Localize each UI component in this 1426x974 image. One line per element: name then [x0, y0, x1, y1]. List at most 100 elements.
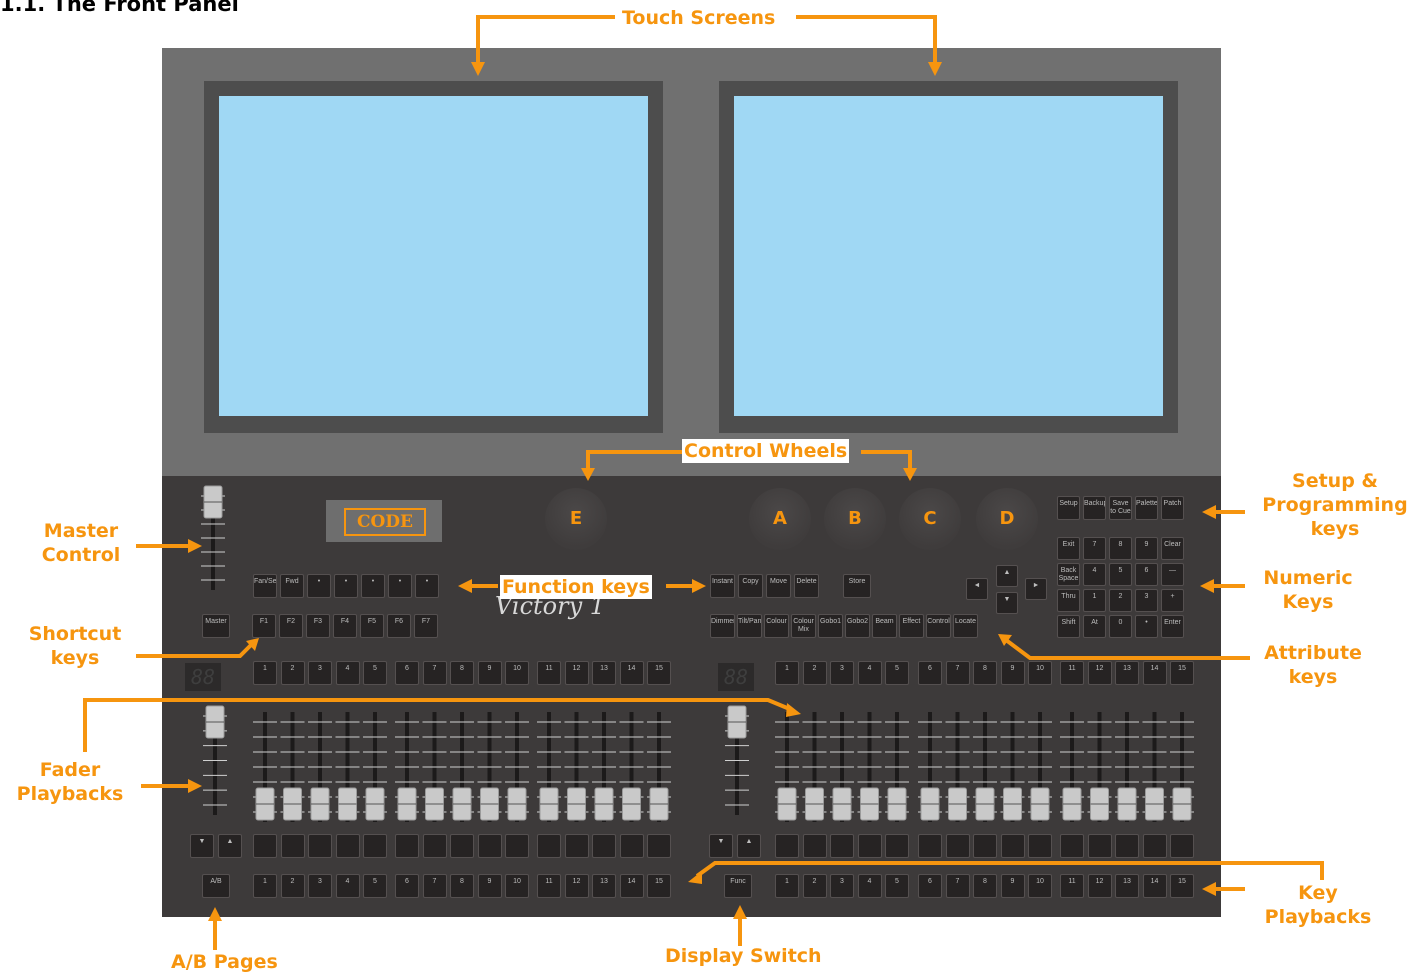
function-key-5[interactable]: • [361, 574, 385, 598]
numeric-key-r2-4[interactable]: 6 [1135, 563, 1158, 586]
setup-key-5[interactable]: Patch [1161, 496, 1184, 520]
flash-key-left-2[interactable] [280, 834, 305, 858]
attribute-key-7[interactable]: Beam [872, 614, 897, 638]
numeric-key-r2-3[interactable]: 5 [1109, 563, 1132, 586]
playback-key-left-11[interactable]: 11 [537, 874, 561, 898]
page-down-key-left[interactable]: ▼ [190, 834, 214, 858]
numeric-key-r3-3[interactable]: 2 [1109, 589, 1132, 612]
select-key-left-7[interactable]: 7 [422, 661, 447, 685]
flash-key-left-8[interactable] [450, 834, 474, 858]
flash-key-left-6[interactable] [395, 834, 419, 858]
playback-key-right-13[interactable]: 13 [1115, 874, 1139, 898]
playback-key-left-2[interactable]: 2 [280, 874, 305, 898]
setup-key-2[interactable]: Backup [1083, 496, 1106, 520]
attribute-key-3[interactable]: Colour [764, 614, 789, 638]
wheel-c[interactable]: C [899, 488, 961, 550]
select-key-left-11[interactable]: 11 [537, 661, 561, 685]
select-key-right-3[interactable]: 3 [830, 661, 854, 685]
playback-key-left-12[interactable]: 12 [564, 874, 589, 898]
flash-key-left-10[interactable] [505, 834, 529, 858]
page-up-key-right[interactable]: ▲ [737, 834, 761, 858]
attribute-key-5[interactable]: Gobo1 [818, 614, 843, 638]
shortcut-key-3[interactable]: F3 [306, 614, 330, 638]
select-key-left-8[interactable]: 8 [450, 661, 474, 685]
flash-key-left-5[interactable] [363, 834, 387, 858]
numeric-key-r2-1[interactable]: Back Space [1057, 563, 1080, 586]
select-key-left-12[interactable]: 12 [564, 661, 589, 685]
playback-key-left-3[interactable]: 3 [308, 874, 332, 898]
select-key-right-10[interactable]: 10 [1028, 661, 1052, 685]
flash-key-right-1[interactable] [775, 834, 799, 858]
select-key-right-6[interactable]: 6 [918, 661, 942, 685]
flash-key-right-14[interactable] [1142, 834, 1167, 858]
numeric-key-r3-5[interactable]: + [1161, 589, 1184, 612]
select-key-left-15[interactable]: 15 [647, 661, 671, 685]
flash-key-right-12[interactable] [1087, 834, 1112, 858]
arrow-right-key[interactable]: ► [1025, 578, 1047, 600]
select-key-left-10[interactable]: 10 [505, 661, 529, 685]
shortcut-key-1[interactable]: F1 [252, 614, 276, 638]
flash-key-right-13[interactable] [1115, 834, 1139, 858]
shortcut-key-4[interactable]: F4 [333, 614, 357, 638]
playback-key-right-1[interactable]: 1 [775, 874, 799, 898]
attribute-key-6[interactable]: Gobo2 [845, 614, 870, 638]
select-key-left-1[interactable]: 1 [253, 661, 277, 685]
shortcut-key-2[interactable]: F2 [279, 614, 303, 638]
numeric-key-r4-5[interactable]: Enter [1161, 615, 1184, 638]
flash-key-right-2[interactable] [802, 834, 827, 858]
flash-key-left-11[interactable] [537, 834, 561, 858]
function-key-right-2[interactable]: Copy [738, 574, 763, 598]
select-key-left-2[interactable]: 2 [280, 661, 305, 685]
playback-key-right-6[interactable]: 6 [918, 874, 942, 898]
select-key-right-8[interactable]: 8 [973, 661, 997, 685]
wheel-a[interactable]: A [749, 488, 811, 550]
flash-key-right-7[interactable] [945, 834, 970, 858]
function-key-right-3[interactable]: Move [766, 574, 791, 598]
playback-key-left-6[interactable]: 6 [395, 874, 419, 898]
playback-key-right-8[interactable]: 8 [973, 874, 997, 898]
playback-key-right-5[interactable]: 5 [885, 874, 909, 898]
playback-key-right-3[interactable]: 3 [830, 874, 854, 898]
numeric-key-r4-2[interactable]: At [1083, 615, 1106, 638]
function-key-right-4[interactable]: Delete [794, 574, 819, 598]
select-key-right-1[interactable]: 1 [775, 661, 799, 685]
playback-key-left-4[interactable]: 4 [335, 874, 360, 898]
flash-key-left-4[interactable] [335, 834, 360, 858]
shortcut-key-6[interactable]: F6 [387, 614, 411, 638]
playback-key-right-7[interactable]: 7 [945, 874, 970, 898]
playback-key-right-12[interactable]: 12 [1087, 874, 1112, 898]
playback-key-left-14[interactable]: 14 [619, 874, 644, 898]
playback-key-left-1[interactable]: 1 [253, 874, 277, 898]
function-key-1[interactable]: Fan/Sel [253, 574, 277, 598]
flash-key-left-15[interactable] [647, 834, 671, 858]
playback-key-left-13[interactable]: 13 [592, 874, 616, 898]
wheel-d[interactable]: D [976, 488, 1038, 550]
flash-key-right-15[interactable] [1170, 834, 1194, 858]
select-key-left-6[interactable]: 6 [395, 661, 419, 685]
numeric-key-r1-3[interactable]: 8 [1109, 537, 1132, 560]
numeric-key-r2-5[interactable]: — [1161, 563, 1184, 586]
numeric-key-r4-3[interactable]: 0 [1109, 615, 1132, 638]
numeric-key-r1-4[interactable]: 9 [1135, 537, 1158, 560]
arrow-down-key[interactable]: ▼ [996, 592, 1018, 614]
attribute-key-10[interactable]: Locate [953, 614, 978, 638]
playback-key-left-10[interactable]: 10 [505, 874, 529, 898]
select-key-right-2[interactable]: 2 [802, 661, 827, 685]
flash-key-right-8[interactable] [973, 834, 997, 858]
playback-key-left-7[interactable]: 7 [422, 874, 447, 898]
playback-key-right-2[interactable]: 2 [802, 874, 827, 898]
playback-key-right-15[interactable]: 15 [1170, 874, 1194, 898]
flash-key-right-3[interactable] [830, 834, 854, 858]
attribute-key-4[interactable]: Colour Mix [791, 614, 816, 638]
wheel-e[interactable]: E [545, 488, 607, 550]
playback-key-right-14[interactable]: 14 [1142, 874, 1167, 898]
arrow-left-key[interactable]: ◄ [966, 578, 988, 600]
numeric-key-r1-2[interactable]: 7 [1083, 537, 1106, 560]
attribute-key-8[interactable]: Effect [899, 614, 924, 638]
playback-key-left-5[interactable]: 5 [363, 874, 387, 898]
numeric-key-r1-5[interactable]: Clear [1161, 537, 1184, 560]
select-key-right-9[interactable]: 9 [1000, 661, 1025, 685]
attribute-key-2[interactable]: Tilt/Pan [737, 614, 762, 638]
function-key-6[interactable]: • [388, 574, 412, 598]
select-key-right-4[interactable]: 4 [857, 661, 882, 685]
